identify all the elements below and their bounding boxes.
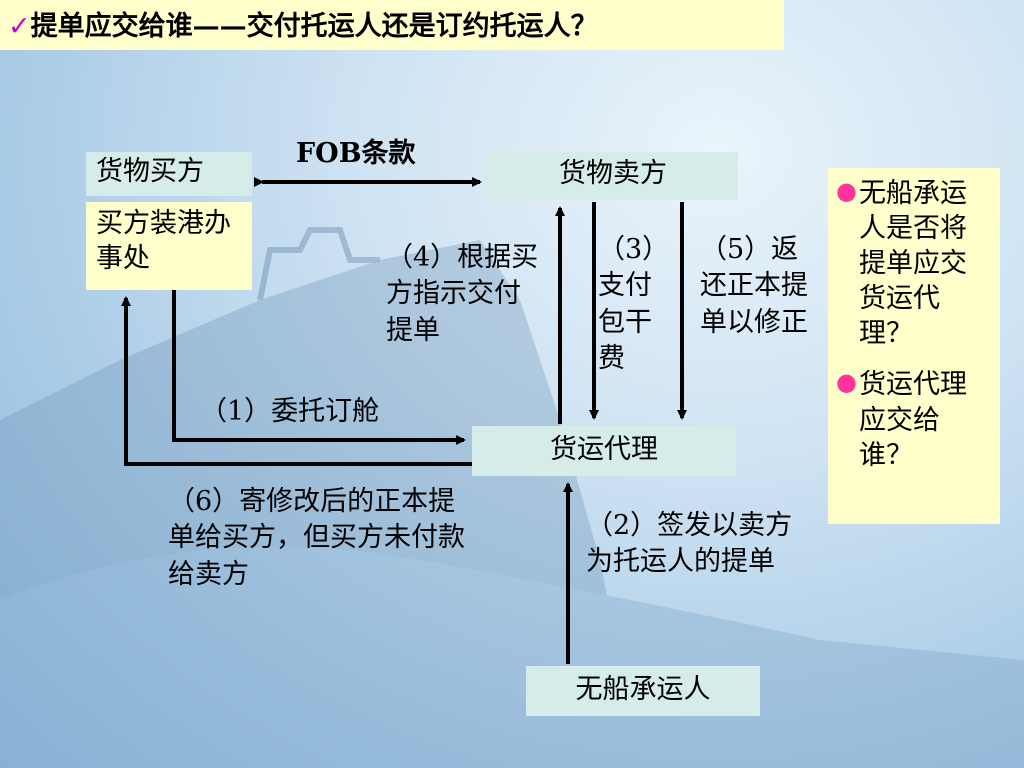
check-icon: ✓ xyxy=(8,11,31,42)
node-nvocc-label: 无船承运人 xyxy=(575,674,711,705)
side-question-1: 无船承运人是否将提单应交货运代理？ xyxy=(858,178,967,350)
node-buyer-office-label: 买方装港办事处 xyxy=(96,208,231,275)
node-buyer: 货物买方 xyxy=(86,152,252,196)
label-step2: （2）签发以卖方为托运人的提单 xyxy=(586,510,793,578)
bullet-icon: ● xyxy=(836,177,857,205)
node-forwarder-label: 货运代理 xyxy=(550,434,658,465)
label-step1: （1）委托订舱 xyxy=(200,396,380,427)
label-step4: （4）根据买方指示交付提单 xyxy=(386,242,539,346)
node-seller-label: 货物卖方 xyxy=(559,158,667,189)
arrow-step6 xyxy=(121,296,472,466)
arrow-step1 xyxy=(172,290,466,445)
title-banner: ✓提单应交给谁——交付托运人还是订约托运人？ xyxy=(0,0,784,50)
node-buyer-label: 货物买方 xyxy=(96,156,204,187)
label-step6: （6）寄修改后的正本提单给买方，但买方未付款给卖方 xyxy=(168,486,465,590)
bullet-icon: ● xyxy=(836,368,857,397)
node-buyer-office: 买方装港办事处 xyxy=(86,202,252,290)
node-forwarder: 货运代理 xyxy=(472,426,736,476)
title-text: 提单应交给谁——交付托运人还是订约托运人？ xyxy=(30,11,598,42)
label-step3: （3）支付包干费 xyxy=(598,234,656,375)
node-seller: 货物卖方 xyxy=(488,152,738,200)
node-nvocc: 无船承运人 xyxy=(526,666,760,716)
side-question-2: 货运代理应交给谁？ xyxy=(858,369,967,471)
side-question-item: ● 货运代理应交给谁？ xyxy=(836,367,992,472)
label-step5: （5）返还正本提单以修正 xyxy=(700,234,808,338)
side-questions: ● 无船承运人是否将提单应交货运代理？ ● 货运代理应交给谁？ xyxy=(828,168,1000,524)
label-fob: FOB条款 xyxy=(296,138,416,169)
side-question-item: ● 无船承运人是否将提单应交货运代理？ xyxy=(836,176,992,351)
